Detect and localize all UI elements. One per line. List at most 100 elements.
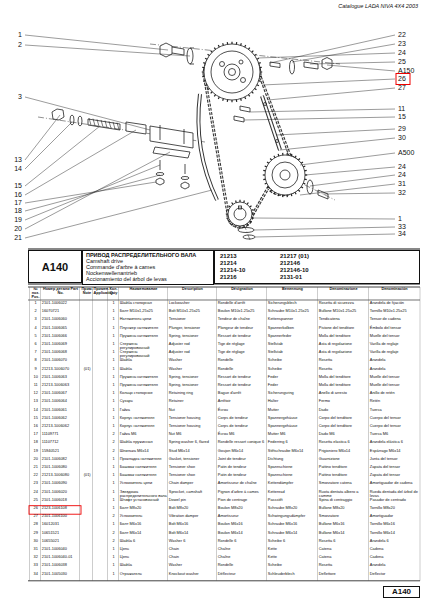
description-cell: Болт M6x16 xyxy=(120,522,168,530)
description-cell: Schleuderblech xyxy=(268,572,318,580)
highlight-box xyxy=(29,506,81,515)
model-number: 21217 (01) xyxy=(280,253,350,260)
sprocket-tooth xyxy=(265,165,267,167)
sprocket-tooth xyxy=(240,99,242,101)
position-number: 1 xyxy=(31,301,41,309)
model-number: 2131-01 xyxy=(280,274,350,281)
description-cell: Scheibe xyxy=(268,367,318,375)
description-cell: Amortisseur xyxy=(218,514,267,522)
quantity: 1 xyxy=(109,367,119,375)
sprocket-tooth xyxy=(252,213,254,214)
sprocket-tooth xyxy=(252,51,254,53)
column-rule xyxy=(118,287,119,581)
sprocket-tooth xyxy=(235,200,237,202)
quantity: 1 xyxy=(109,375,119,383)
position-number: 31 xyxy=(31,547,41,555)
exploded-view xyxy=(38,43,340,240)
sprocket-tooth xyxy=(291,194,293,196)
description-cell: Corpo del tenditore xyxy=(319,424,369,432)
description-cell: Schraube M6x14 xyxy=(268,531,318,539)
quantity: 1 xyxy=(109,547,119,555)
description-cell: Cadena xyxy=(370,547,420,555)
position-number: 23 xyxy=(31,481,41,489)
callout-number: 20 xyxy=(4,224,22,234)
description-cell: Molla del tenditore xyxy=(319,383,369,391)
position-number: 29 xyxy=(31,531,41,539)
description-cell: Scheibe xyxy=(268,563,318,571)
sprocket-tooth xyxy=(274,156,275,158)
sprocket-tooth xyxy=(305,170,307,172)
part-number: 21213-1006070 xyxy=(42,367,80,375)
callout-number: 27 xyxy=(398,83,422,93)
description-cell: Scheibe xyxy=(268,358,318,366)
sprocket-tooth xyxy=(227,100,229,102)
description-cell: Amortiguador xyxy=(370,514,420,522)
description-cell: Spannschiene xyxy=(268,465,318,473)
position-number: 11 xyxy=(31,383,41,391)
table-header: № поз. Pos. xyxy=(31,288,41,300)
description-cell: Arandela elástica 6 xyxy=(370,440,420,448)
description-cell: Corps de tendeur xyxy=(218,424,267,432)
description-cell: Boulon M6x14 xyxy=(218,531,267,539)
quantity: 2 xyxy=(109,514,119,522)
position-number: 20 xyxy=(31,457,41,465)
description-cell: Шайба xyxy=(120,367,168,375)
description-cell: Zapata del tensor xyxy=(370,473,420,481)
model-list-box: 212132121421214-102121621217 (01)2121462… xyxy=(214,250,420,284)
sprocket-tooth xyxy=(270,159,271,161)
column-rule xyxy=(92,287,93,581)
position-number: 15 xyxy=(31,416,41,424)
sprocket-tooth xyxy=(248,48,249,50)
description-cell: Varilla de reglaje xyxy=(370,342,420,350)
description-cell: Chaîne xyxy=(218,555,267,563)
description-cell: Stiftschraube M6x14 xyxy=(268,449,318,457)
description-cell: Шайба xyxy=(120,563,168,571)
description-cell: Прокладка натяжителя xyxy=(120,457,168,465)
callout-number: 15 xyxy=(398,112,422,122)
gasket xyxy=(153,147,190,158)
sprocket-tooth xyxy=(247,203,248,205)
sprocket-tooth xyxy=(263,174,265,175)
description-cell: Amortisseur de chaîne xyxy=(218,481,267,489)
description-cell: Muelle del tensor xyxy=(370,375,420,383)
leader-line xyxy=(25,165,160,220)
description-cell: Chain xyxy=(169,547,217,555)
sprocket-tooth xyxy=(263,179,265,181)
description-cell: Adjuster rod xyxy=(169,342,217,350)
sprocket-tooth xyxy=(203,62,205,64)
part-number: 2101-1006018 xyxy=(42,498,80,506)
leader-line xyxy=(25,122,72,169)
description-cell: Tornillo M10x1.25x25 xyxy=(370,309,420,317)
quantity: 1 xyxy=(109,326,119,334)
sprocket-tooth xyxy=(260,76,262,78)
section-title-translation: Nockenwellenantrieb xyxy=(86,270,210,276)
leader-line xyxy=(25,45,190,56)
quantity: 2 xyxy=(109,531,119,539)
sprocket-tooth xyxy=(222,43,224,45)
leader-line xyxy=(323,193,395,194)
position-number: 17 xyxy=(31,432,41,440)
description-cell: Passstift xyxy=(268,498,318,506)
callout-number: 24 xyxy=(398,48,422,58)
sprocket-tooth xyxy=(301,162,303,163)
sprocket-tooth xyxy=(218,97,220,99)
sprocket-tooth xyxy=(231,100,232,102)
quantity: 1 xyxy=(109,334,119,342)
sprocket-tooth xyxy=(236,100,238,102)
sprocket-tooth xyxy=(298,159,299,161)
position-number: 12 xyxy=(31,391,41,399)
description-cell: Болт M8x20 xyxy=(120,506,168,514)
description-cell: Bullone M10x1.25x25 xyxy=(319,309,369,317)
sprocket-tooth xyxy=(286,195,287,197)
description-cell: Cadena xyxy=(370,555,420,563)
position-number: 5 xyxy=(31,334,41,342)
description-cell: Espárrago M6x14 xyxy=(370,449,420,457)
description-cell: Пружина натяжителя xyxy=(120,334,168,342)
table-rule xyxy=(28,580,420,581)
callout-number: 32 xyxy=(398,188,422,198)
table-header: Denominación xyxy=(370,288,420,300)
description-cell: Joint de tendeur xyxy=(218,457,267,465)
description-cell: Успокоитель цепи xyxy=(120,481,168,489)
position-number: 25 xyxy=(31,498,41,506)
